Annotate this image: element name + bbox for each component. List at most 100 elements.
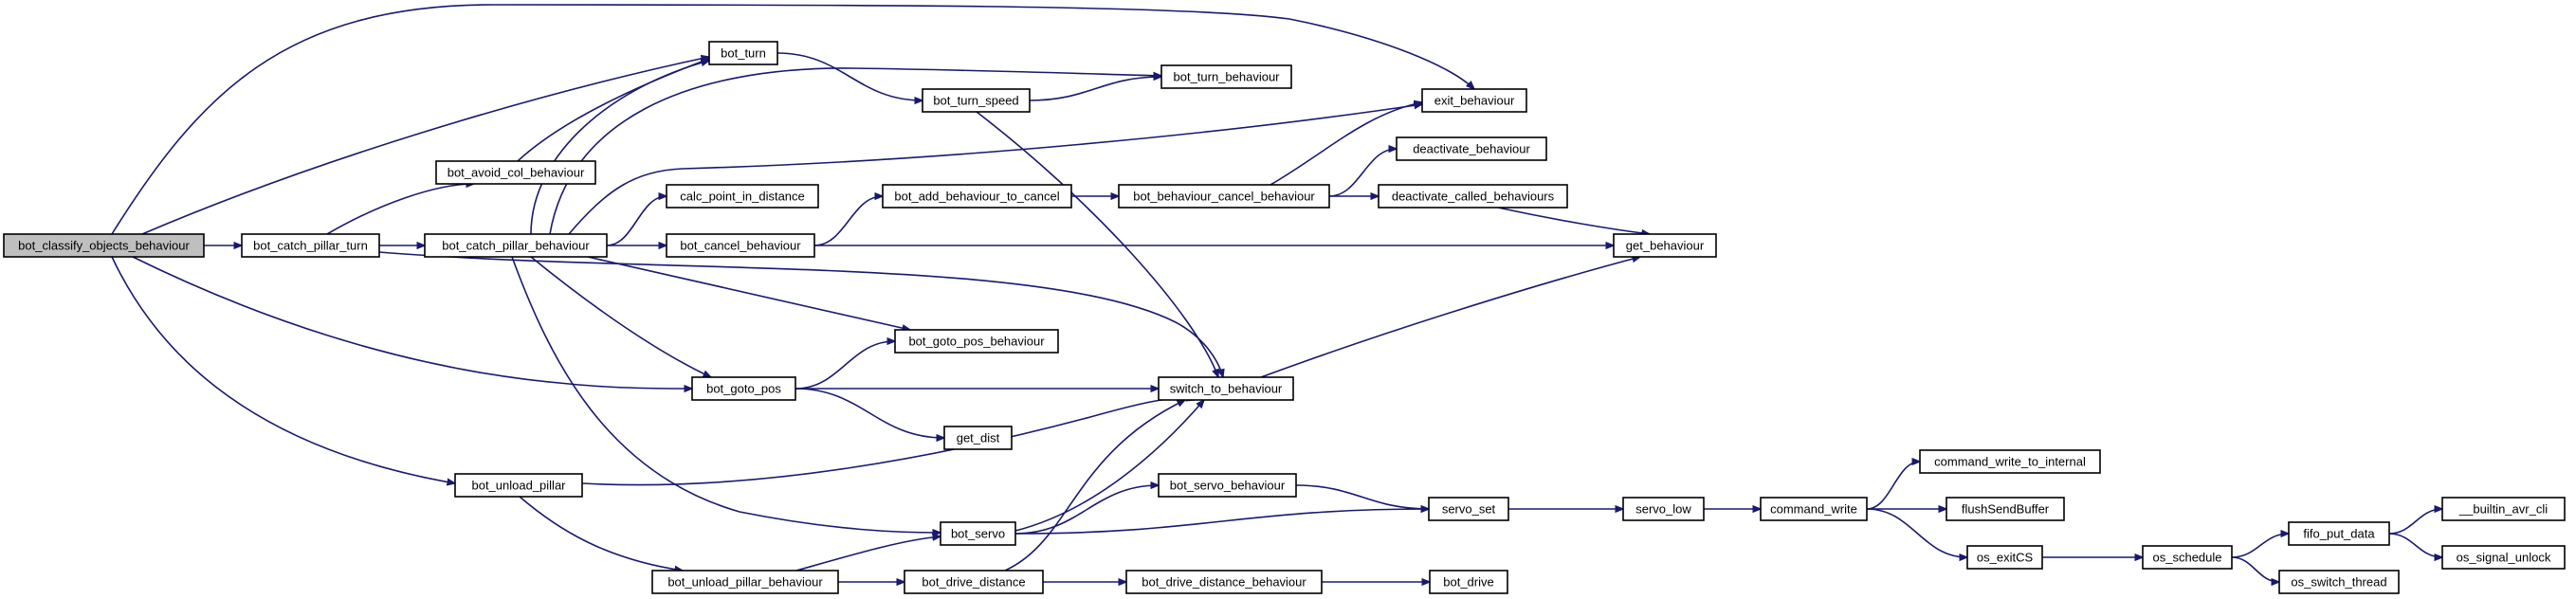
node-box (1158, 376, 1294, 401)
node-bot_servo_behaviour[interactable]: bot_servo_behaviour (1158, 473, 1297, 498)
node-bot_turn_speed[interactable]: bot_turn_speed (922, 88, 1031, 113)
node-flushSendBuffer[interactable]: flushSendBuffer (1946, 497, 2065, 521)
edge-bot_goto_pos-to-get_dist (795, 388, 944, 438)
node-label: bot_servo (951, 527, 1005, 541)
node-label: bot_drive_distance (922, 575, 1025, 590)
node-servo_low[interactable]: servo_low (1622, 497, 1705, 521)
node-box (424, 233, 608, 258)
node-command_write[interactable]: command_write (1760, 497, 1868, 521)
node-box (651, 570, 839, 594)
node-get_dist[interactable]: get_dist (943, 426, 1013, 450)
node-label: exit_behaviour (1434, 94, 1515, 108)
edge-bot_behaviour_cancel_behaviour-to-exit_behaviour (1270, 102, 1422, 186)
node-box (904, 570, 1044, 594)
node-fifo_put_data[interactable]: fifo_put_data (2288, 521, 2390, 546)
edge-deactivate_called_behaviours-to-get_behaviour (1497, 207, 1650, 234)
node-bot_turn_behaviour[interactable]: bot_turn_behaviour (1160, 64, 1292, 89)
node-box (3, 233, 205, 258)
node-os_switch_thread[interactable]: os_switch_thread (2278, 570, 2400, 594)
node-box (1378, 184, 1568, 209)
node-bot_catch_pillar_turn[interactable]: bot_catch_pillar_turn (241, 233, 380, 258)
node-label: get_dist (957, 431, 1000, 445)
edge-bot_servo_behaviour-to-servo_set (1295, 484, 1429, 509)
node-box (1160, 64, 1292, 89)
edge-bot_catch_pillar_behaviour-to-calc_point_in_distance (606, 196, 667, 246)
node-box (1919, 449, 2101, 474)
node-label: deactivate_behaviour (1413, 142, 1530, 156)
node-label: __builtin_avr_cli (2458, 502, 2548, 517)
edge-bot_catch_pillar_behaviour-to-bot_goto_pos (530, 256, 711, 378)
node-box (2288, 521, 2390, 546)
node-label: bot_turn_speed (933, 94, 1018, 108)
node-label: bot_add_behaviour_to_cancel (894, 190, 1059, 204)
node-bot_behaviour_cancel_behaviour[interactable]: bot_behaviour_cancel_behaviour (1118, 184, 1330, 209)
node-deactivate_behaviour[interactable]: deactivate_behaviour (1396, 136, 1547, 161)
node-bot_drive[interactable]: bot_drive (1429, 570, 1508, 594)
node-label: bot_goto_pos (706, 382, 781, 396)
edge-bot_unload_pillar-to-bot_unload_pillar_behaviour (519, 496, 683, 571)
node-deactivate_called_behaviours[interactable]: deactivate_called_behaviours (1378, 184, 1568, 209)
node-box (922, 88, 1031, 113)
node-bot_goto_pos[interactable]: bot_goto_pos (691, 376, 796, 401)
node-label: command_write (1770, 502, 1857, 517)
node-box (1118, 184, 1330, 209)
edge-bot_catch_pillar_behaviour-to-bot_turn_behaviour (549, 67, 1161, 235)
node-calc_point_in_distance[interactable]: calc_point_in_distance (666, 184, 819, 209)
node-exit_behaviour[interactable]: exit_behaviour (1421, 88, 1527, 113)
node-bot_turn[interactable]: bot_turn (708, 41, 778, 65)
node-bot_unload_pillar[interactable]: bot_unload_pillar (454, 473, 583, 498)
node-box (1125, 570, 1323, 594)
node-os_signal_unlock[interactable]: os_signal_unlock (2441, 545, 2566, 570)
edge-bot_catch_pillar_behaviour-to-bot_turn (530, 61, 709, 235)
node-os_schedule[interactable]: os_schedule (2142, 545, 2233, 570)
node-switch_to_behaviour[interactable]: switch_to_behaviour (1158, 376, 1294, 401)
edge-bot_servo-to-switch_to_behaviour (1014, 400, 1204, 532)
edge-bot_classify_objects_behaviour-to-bot_unload_pillar (111, 256, 455, 483)
node-get_behaviour[interactable]: get_behaviour (1613, 233, 1717, 258)
node-os_exitCS[interactable]: os_exitCS (1966, 545, 2043, 570)
edge-bot_drive_distance-to-switch_to_behaviour (1004, 400, 1185, 572)
node-box (691, 376, 796, 401)
nodes-layer: bot_classify_objects_behaviour bot_catch_… (3, 41, 2566, 594)
node-bot_drive_distance[interactable]: bot_drive_distance (904, 570, 1044, 594)
node-box (1396, 136, 1547, 161)
node-bot_drive_distance_behaviour[interactable]: bot_drive_distance_behaviour (1125, 570, 1323, 594)
node-box (882, 184, 1072, 209)
node-label: os_signal_unlock (2457, 551, 2551, 565)
node-label: flushSendBuffer (1962, 502, 2050, 517)
node-label: servo_low (1635, 502, 1691, 517)
node-box (2441, 497, 2566, 521)
edge-os_schedule-to-os_switch_thread (2231, 556, 2279, 582)
node-box (708, 41, 778, 65)
node-label: get_behaviour (1626, 239, 1705, 253)
edge-bot_turn_speed-to-switch_to_behaviour (976, 111, 1218, 377)
node-bot_servo[interactable]: bot_servo (940, 521, 1016, 546)
node-label: os_exitCS (1977, 551, 2034, 565)
node-label: bot_servo_behaviour (1170, 479, 1286, 493)
edge-os_schedule-to-fifo_put_data (2231, 534, 2289, 558)
node-box (454, 473, 583, 498)
edge-bot_classify_objects_behaviour-to-bot_turn (141, 57, 709, 235)
node-bot_classify_objects_behaviour[interactable]: bot_classify_objects_behaviour (3, 233, 205, 258)
node-box (943, 426, 1013, 450)
node-__builtin_avr_cli[interactable]: __builtin_avr_cli (2441, 497, 2566, 521)
edge-switch_to_behaviour-to-get_behaviour (1260, 257, 1640, 378)
node-label: bot_classify_objects_behaviour (18, 239, 190, 253)
node-bot_add_behaviour_to_cancel[interactable]: bot_add_behaviour_to_cancel (882, 184, 1072, 209)
node-box (2441, 545, 2566, 570)
node-bot_cancel_behaviour[interactable]: bot_cancel_behaviour (666, 233, 815, 258)
node-box (1429, 570, 1508, 594)
edge-bot_behaviour_cancel_behaviour-to-deactivate_behaviour (1328, 149, 1397, 197)
edge-bot_servo-to-bot_servo_behaviour (1014, 485, 1159, 535)
edge-bot_catch_pillar_behaviour-to-bot_servo (511, 256, 941, 533)
node-label: switch_to_behaviour (1170, 382, 1283, 396)
node-bot_avoid_col_behaviour[interactable]: bot_avoid_col_behaviour (435, 160, 596, 185)
node-command_write_to_internal[interactable]: command_write_to_internal (1919, 449, 2101, 474)
edges-layer (111, 4, 2442, 582)
node-bot_catch_pillar_behaviour[interactable]: bot_catch_pillar_behaviour (424, 233, 608, 258)
node-bot_goto_pos_behaviour[interactable]: bot_goto_pos_behaviour (894, 329, 1059, 354)
node-bot_unload_pillar_behaviour[interactable]: bot_unload_pillar_behaviour (651, 570, 839, 594)
node-servo_set[interactable]: servo_set (1428, 497, 1509, 521)
node-label: os_switch_thread (2291, 575, 2386, 590)
